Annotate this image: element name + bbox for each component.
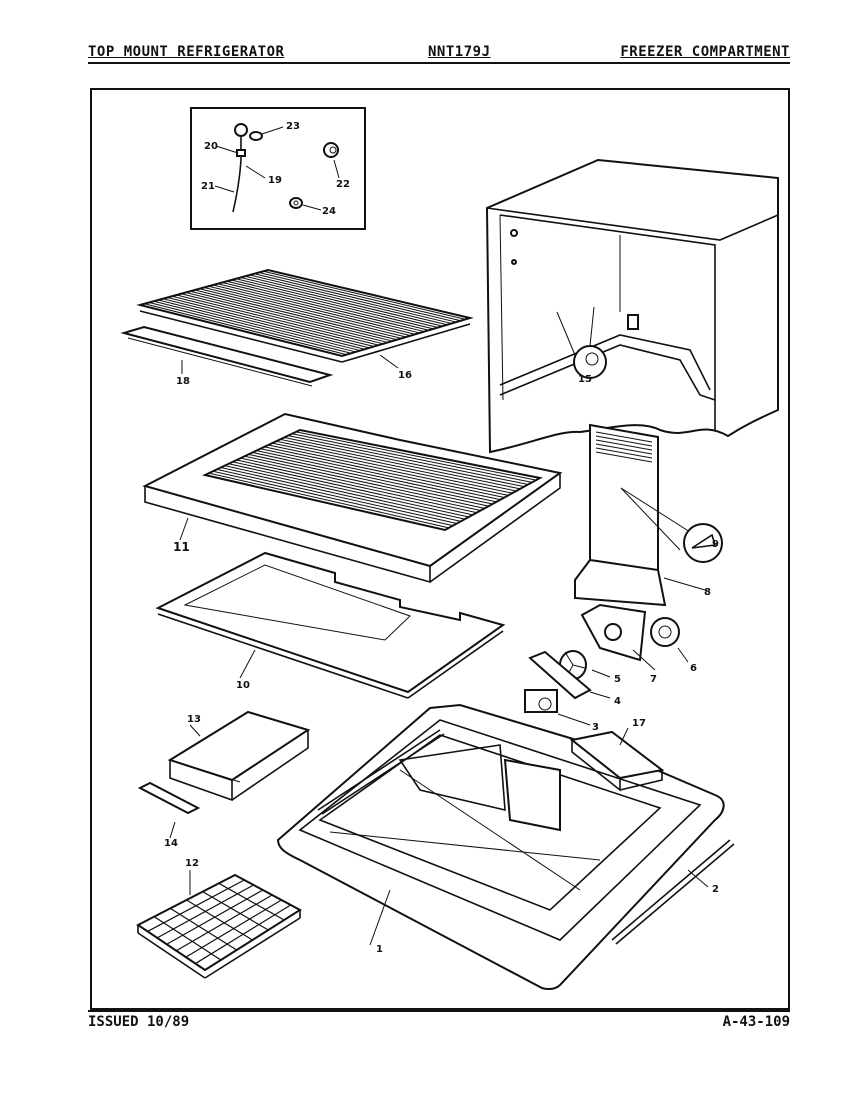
callout-3: 3 (592, 722, 599, 733)
callout-17: 17 (632, 718, 646, 729)
callout-5: 5 (614, 674, 621, 685)
callout-4: 4 (614, 696, 621, 707)
ice-cube-tray (136, 870, 302, 979)
ice-bin-tray (167, 710, 311, 802)
callout-18: 18 (176, 376, 190, 387)
callout-12: 12 (185, 858, 199, 869)
callout-15: 15 (578, 374, 592, 385)
document-number: A-43-109 (722, 1014, 790, 1030)
light-socket-detail (214, 123, 340, 213)
callout-11: 11 (173, 540, 190, 554)
callout-16: 16 (398, 370, 412, 381)
section-title: FREEZER COMPARTMENT (620, 44, 790, 60)
callout-2: 2 (712, 884, 719, 895)
footer-rule (88, 1010, 790, 1012)
tray-slide (137, 781, 201, 839)
callout-23: 23 (286, 121, 300, 132)
callout-8: 8 (704, 587, 711, 598)
header-title: TOP MOUNT REFRIGERATOR (88, 44, 285, 60)
wire-shelf (136, 268, 474, 363)
side-trim (317, 729, 735, 945)
issued-date: ISSUED 10/89 (88, 1014, 190, 1030)
callout-24: 24 (322, 206, 336, 217)
evaporator-cover (569, 727, 665, 792)
air-duct-cover (574, 423, 723, 607)
callout-13: 13 (187, 714, 201, 725)
header-rule (88, 62, 790, 64)
callout-21: 21 (201, 181, 215, 192)
fan-motor-assembly (524, 603, 689, 726)
callout-14: 14 (164, 838, 178, 849)
callout-22: 22 (336, 179, 350, 190)
callout-19: 19 (268, 175, 282, 186)
freezer-shelf (142, 412, 563, 584)
callout-10: 10 (236, 680, 250, 691)
detail-inset-box (190, 107, 366, 230)
callout-20: 20 (204, 141, 218, 152)
callout-7: 7 (650, 674, 657, 685)
model-number: NNT179J (428, 44, 491, 60)
callout-9: 9 (712, 539, 719, 550)
freezer-floor-liner (276, 703, 725, 991)
shelf-trim (120, 325, 334, 387)
callout-6: 6 (690, 663, 697, 674)
callout-1: 1 (376, 944, 383, 955)
freezer-cabinet (485, 158, 779, 454)
divider-panel (155, 551, 506, 699)
diagram-frame (90, 88, 790, 1010)
